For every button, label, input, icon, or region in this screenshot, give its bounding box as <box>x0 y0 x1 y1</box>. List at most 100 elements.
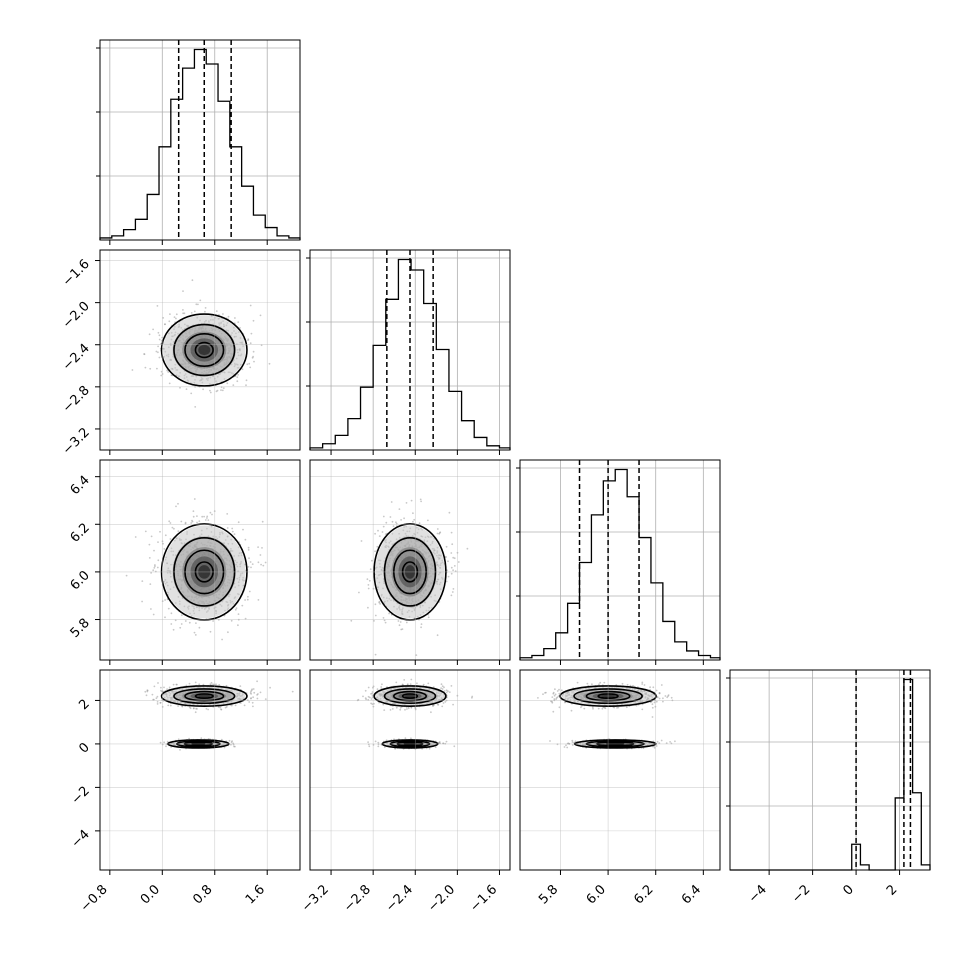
scatter-point <box>191 279 194 282</box>
scatter-point <box>250 566 252 569</box>
scatter-point <box>156 695 159 698</box>
scatter-point <box>171 526 174 529</box>
scatter-point <box>383 619 386 622</box>
scatter-point <box>410 678 413 681</box>
scatter-point <box>451 591 454 593</box>
scatter-point <box>403 679 406 681</box>
scatter-point <box>125 574 128 577</box>
density-shade <box>198 694 211 698</box>
scatter-point <box>159 741 162 744</box>
scatter-point <box>256 694 258 696</box>
scatter-point <box>362 695 364 698</box>
scatter-point <box>381 531 384 533</box>
contour-level-2 <box>184 332 225 368</box>
scatter-point <box>203 515 206 518</box>
scatter-point <box>247 566 250 568</box>
scatter-point <box>209 389 211 392</box>
scatter-point <box>150 535 153 538</box>
scatter-point <box>384 621 387 624</box>
scatter-point <box>222 387 225 389</box>
scatter-point <box>159 530 161 533</box>
scatter-point <box>397 620 400 622</box>
scatter-point <box>185 684 188 687</box>
scatter-point <box>252 319 255 322</box>
scatter-point <box>358 591 360 594</box>
scatter-point <box>368 579 371 582</box>
scatter-point <box>193 707 195 710</box>
scatter-point <box>231 527 234 530</box>
scatter-point <box>370 693 372 695</box>
scatter-point <box>225 706 228 708</box>
scatter-point <box>227 631 229 634</box>
scatter-point <box>234 608 237 611</box>
scatter-point <box>209 683 212 685</box>
scatter-point <box>212 683 214 686</box>
scatter-point <box>260 563 262 566</box>
scatter-point <box>188 682 191 685</box>
scatter-point <box>383 709 386 711</box>
scatter-point <box>172 628 175 631</box>
scatter-point <box>441 705 444 708</box>
scatter-point <box>395 521 397 524</box>
scatter-point <box>162 317 165 319</box>
scatter-point <box>157 345 160 348</box>
scatter-point <box>248 701 251 703</box>
scatter-point <box>180 614 183 617</box>
scatter-point <box>244 538 247 541</box>
scatter-point <box>264 561 267 564</box>
scatter-point <box>157 331 160 334</box>
scatter-point <box>412 520 414 523</box>
scatter-point <box>244 599 247 601</box>
scatter-point <box>237 613 240 615</box>
scatter-point <box>155 350 158 353</box>
scatter-point <box>195 707 198 710</box>
scatter-point <box>246 363 249 366</box>
scatter-point <box>200 737 203 740</box>
scatter-point <box>427 616 430 619</box>
scatter-point <box>222 313 224 315</box>
scatter-point <box>405 621 408 624</box>
scatter-point <box>154 564 156 566</box>
scatter-point <box>259 554 262 556</box>
scatter-point <box>374 532 376 535</box>
scatter-point <box>427 682 430 685</box>
scatter-point <box>248 557 250 560</box>
scatter-point <box>230 741 233 744</box>
histogram-step-0 <box>99 48 301 240</box>
panel-frame <box>519 459 721 661</box>
scatter-point <box>398 624 401 627</box>
scatter-point <box>198 520 201 522</box>
scatter-point <box>437 703 440 706</box>
scatter-point <box>173 316 176 318</box>
scatter-point <box>376 545 379 548</box>
scatter-point <box>268 362 271 365</box>
scatter-point <box>410 499 413 502</box>
scatter-point <box>212 620 215 622</box>
scatter-point <box>188 706 191 709</box>
scatter-point <box>443 686 445 689</box>
scatter-point <box>193 498 196 500</box>
scatter-point <box>141 600 144 603</box>
scatter-point <box>436 528 439 530</box>
scatter-point <box>378 601 381 604</box>
scatter-point <box>405 502 408 504</box>
scatter-point <box>211 513 213 516</box>
scatter-point <box>167 371 170 373</box>
scatter-point <box>204 310 206 313</box>
scatter-point <box>374 614 377 617</box>
scatter-point <box>427 519 429 522</box>
scatter-point <box>150 572 153 574</box>
scatter-point <box>196 521 198 524</box>
scatter-point <box>182 309 184 311</box>
scatter-point <box>167 607 170 610</box>
scatter-point <box>164 616 166 619</box>
scatter-point <box>436 634 439 637</box>
scatter-point <box>262 564 265 567</box>
scatter-point <box>141 580 144 582</box>
scatter-point <box>454 570 457 572</box>
scatter-point <box>180 520 183 523</box>
scatter-point <box>209 630 212 633</box>
histogram-step-2 <box>519 468 721 660</box>
scatter-point <box>153 567 156 569</box>
